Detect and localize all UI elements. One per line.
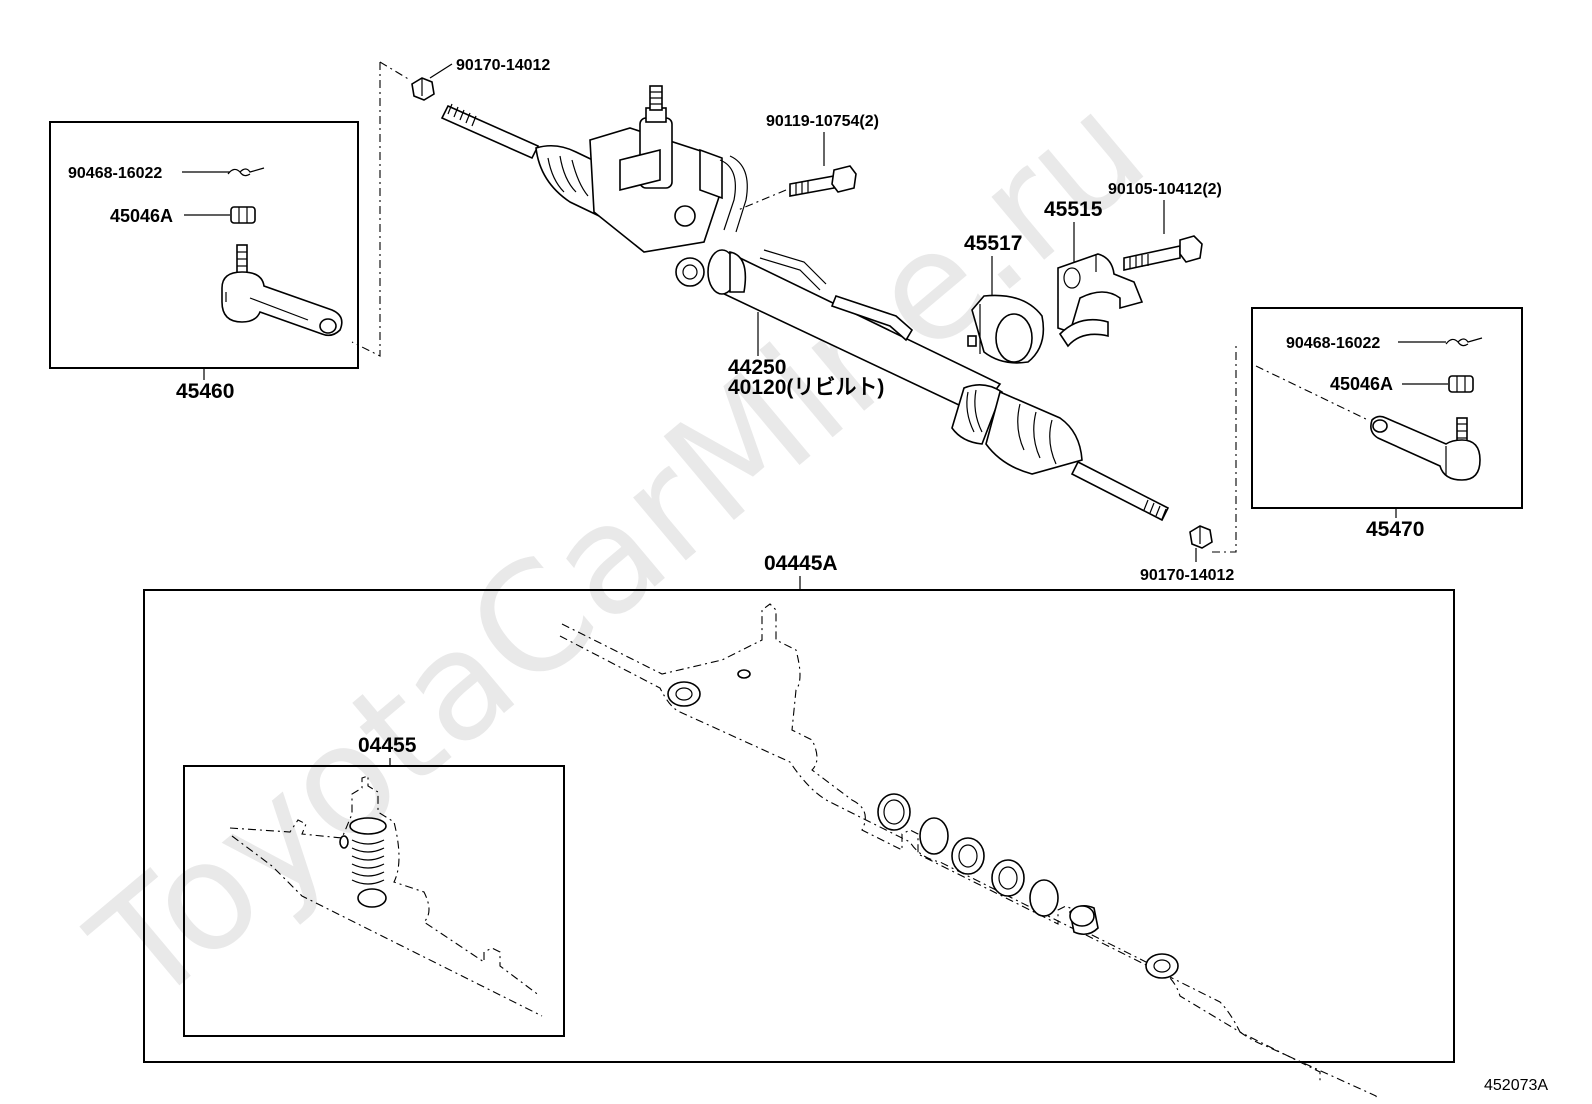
label-gear-assy[interactable]: 44250 [728, 356, 786, 379]
valve-bolt-dash [737, 189, 787, 211]
label-bracket[interactable]: 45515 [1044, 198, 1103, 221]
label-left-nut[interactable]: 45046A [110, 206, 173, 226]
left-tie-rod-end-icon [221, 244, 343, 337]
left-dash-guide-top [379, 61, 411, 81]
bracket-bolt-icon [1123, 235, 1203, 271]
nut-top-leader [429, 63, 453, 79]
valve-housing-outline-icon [229, 775, 543, 1017]
label-bolt-bracket[interactable]: 90105-10412(2) [1108, 181, 1222, 198]
right-castle-nut-icon [1448, 375, 1474, 393]
right-tie-rod-end-icon [1370, 415, 1481, 481]
steering-gear-assembly-icon [440, 85, 1170, 522]
label-nut-top[interactable]: 90170-14012 [456, 57, 550, 74]
top-nut-icon [411, 77, 435, 101]
figure-id: 452073A [1484, 1077, 1548, 1094]
label-left-pin[interactable]: 90468-16022 [68, 165, 162, 182]
gasket-kit-box [143, 589, 1455, 1063]
right-dash-guide-2 [1255, 365, 1369, 421]
label-bushing[interactable]: 45517 [964, 232, 1022, 255]
label-right-nut[interactable]: 45046A [1330, 374, 1393, 394]
label-45460[interactable]: 45460 [176, 380, 234, 403]
valve-bolt-icon [789, 165, 857, 197]
label-right-pin[interactable]: 90468-16022 [1286, 335, 1380, 352]
right-tie-rod-box [1251, 307, 1523, 509]
left-castle-nut-icon [230, 206, 256, 224]
seal-rings-icon [877, 793, 1099, 936]
valve-kit-box [183, 765, 565, 1037]
right-dash-guide [1212, 344, 1237, 553]
label-45470[interactable]: 45470 [1366, 518, 1424, 541]
right-cotter-pin-icon [1445, 337, 1483, 347]
bottom-nut-icon [1189, 525, 1213, 549]
label-bolt-valve[interactable]: 90119-10754(2) [766, 113, 879, 130]
left-dash-guide [351, 62, 381, 357]
label-nut-bottom[interactable]: 90170-14012 [1140, 567, 1234, 584]
left-cotter-pin-icon [227, 167, 265, 177]
rack-outline-icon [559, 603, 1379, 1104]
label-gear-rebuilt[interactable]: 40120(リビルト) [728, 376, 884, 399]
valve-spring-icon [339, 817, 387, 908]
label-gasket-kit[interactable]: 04445A [764, 552, 838, 575]
label-valve-kit[interactable]: 04455 [358, 734, 417, 757]
rack-bushing-icon [967, 294, 1045, 364]
rack-bracket-icon [1057, 253, 1144, 348]
